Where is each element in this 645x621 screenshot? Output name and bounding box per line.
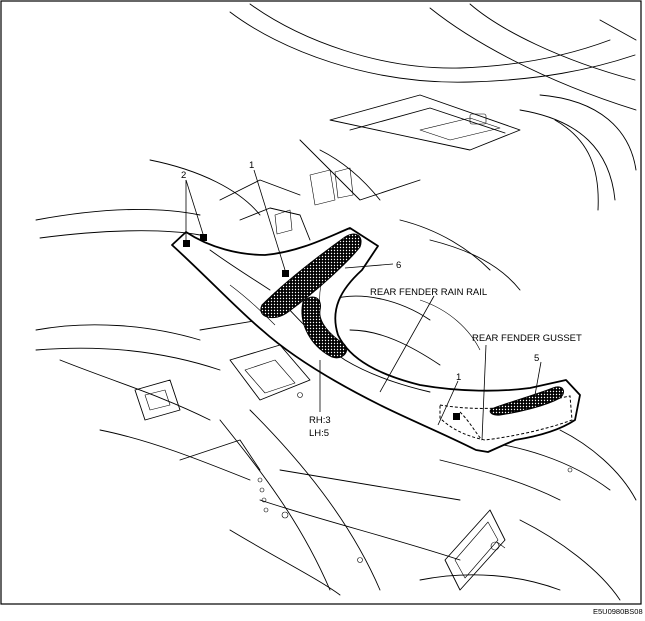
- weld-point-a: [183, 240, 190, 247]
- label-side-lh: LH:5: [309, 428, 329, 439]
- sealer-patch-gusset: [489, 386, 564, 416]
- callout-6: 6: [396, 260, 401, 271]
- weld-point-b: [200, 234, 207, 241]
- sealer-patch-lower: [301, 296, 348, 359]
- figure-code: E5U0980BS08: [593, 607, 643, 616]
- rear-fender-gusset: [439, 395, 573, 441]
- sealer-patch-upper: [260, 233, 362, 319]
- callout-1-upper: 1: [249, 160, 254, 171]
- callout-1-lower: 1: [456, 372, 461, 383]
- diagram-frame: [0, 0, 642, 605]
- leader-lines: [185, 169, 542, 441]
- callout-2: 2: [181, 170, 186, 181]
- callout-5: 5: [534, 353, 539, 364]
- weld-point-d: [453, 413, 460, 420]
- weld-point-c: [282, 270, 289, 277]
- label-side-rh: RH:3: [309, 415, 331, 426]
- sealer-areas: [260, 233, 564, 416]
- label-rear-fender-gusset: REAR FENDER GUSSET: [472, 333, 582, 344]
- callout-labels: 2 1 6 REAR FENDER RAIN RAIL REAR FENDER …: [181, 160, 643, 616]
- label-rear-fender-rain-rail: REAR FENDER RAIN RAIL: [370, 287, 487, 298]
- rear-fender-rain-rail: [171, 227, 581, 453]
- spot-welds: [183, 234, 460, 420]
